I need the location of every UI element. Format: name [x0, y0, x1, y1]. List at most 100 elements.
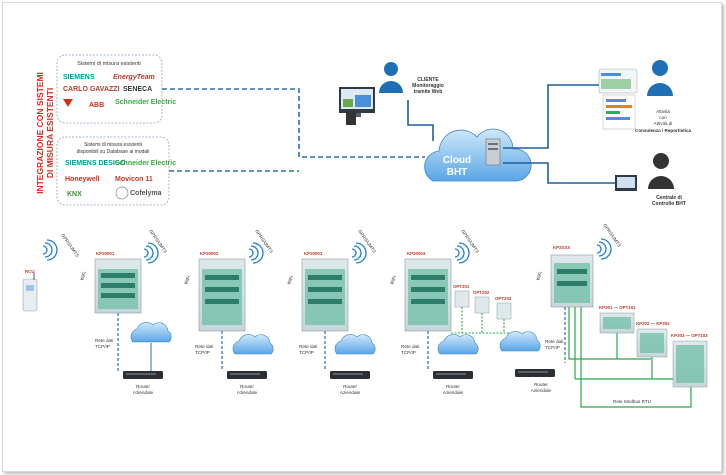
panel5-cloud-icon [499, 331, 541, 352]
panel1-tag: KP20001 [96, 251, 115, 256]
control-line1: Centrale di [656, 195, 682, 201]
rcu-device: RCU GPRS/UMTS [22, 233, 80, 312]
client-person-icon [384, 62, 398, 76]
link-cloud-control [503, 162, 615, 184]
panel1-wifi-icon [143, 242, 159, 264]
panel-kp2xxx: KP2XXX GPRS/UMTS WiFi Rete dati TCP/IP R… [499, 223, 622, 393]
panel-kp20003: KP20003 GPRS/UMTS WiFi Rete dati TCP/IP … [286, 229, 377, 395]
sub-panel1-tag: KP201 — OPT101 [599, 305, 636, 310]
panel3-router2: Aziendale [340, 390, 361, 395]
panel1-net2: TCP/IP [95, 344, 110, 349]
small-device1-label: OPT201 [453, 284, 470, 289]
panel5-router1: Router [534, 382, 548, 387]
panel3-router1: Router [343, 384, 357, 389]
brand-siemens: SIEMENS [63, 74, 95, 81]
panel1-wifi-label: WiFi [79, 271, 87, 281]
control-line2: Controllo BHT [652, 201, 686, 207]
cofelyma-logo-icon [115, 186, 129, 200]
panel3-wifi-icon [351, 242, 367, 264]
server-icon [485, 138, 501, 166]
cloud-label-line1: Cloud [443, 155, 471, 166]
panel2-net2: TCP/IP [195, 350, 210, 355]
small-device2-label: OPT202 [473, 290, 490, 295]
brand-carlo-gavazzi: CARLO GAVAZZI [63, 86, 120, 93]
consultant-icon [652, 60, 668, 76]
brand-schneider-2: Schneider Electric [115, 160, 176, 167]
panel5-wifi-icon [596, 238, 612, 260]
panel2-router2: Aziendale [237, 390, 258, 395]
support-line4: Consulenza / Reportistica [635, 128, 692, 133]
brand-energyteam: EnergyTeam [113, 74, 155, 81]
panel-kp20002: KP20002 GPRS/UMTS WiFi Rete dati TCP/IP … [183, 229, 274, 395]
panel2-tag: KP20002 [200, 251, 219, 256]
brand-seneca: SENECA [123, 86, 152, 93]
panel3-cloud-icon [334, 334, 376, 355]
dashed-link-existing [162, 88, 425, 158]
panel1-cloud-icon [130, 322, 172, 343]
tablet-icon [346, 111, 356, 125]
database-systems-title-line1: Sistemi di misura esistenti [84, 142, 142, 148]
small-devices: OPT201 OPT202 OPT203 [451, 284, 518, 334]
panel4-tag: KP20004 [407, 251, 426, 256]
architecture-diagram: INTEGRAZIONE CON SISTEMI DI MISURA ESIST… [22, 54, 708, 408]
panel4-cloud-icon [437, 334, 479, 355]
brand-cofelyma: Cofelyma [130, 190, 162, 197]
cloud-bht: Cloud BHT [424, 128, 532, 182]
panel2-wifi-label: WiFi [183, 275, 191, 285]
sub-panel2-tag: KP202 — KP202 [636, 321, 670, 326]
integration-title: INTEGRAZIONE CON SISTEMI DI MISURA ESIST… [35, 72, 55, 194]
sub-panel3-tag: KP203 — OPT103 [671, 333, 708, 338]
brand-abb: ABB [89, 102, 104, 109]
panel4-net1: Rete dati [401, 344, 419, 349]
support-reporting: Attività con Attività di Consulenza / Re… [598, 60, 692, 133]
rcu-wifi-icon [42, 239, 58, 261]
rcu-label: RCU [25, 269, 35, 274]
existing-systems-title: Sistemi di misura esistenti [77, 61, 141, 67]
rcu-gprs-label: GPRS/UMTS [60, 233, 80, 258]
panel3-net1: Rete dati [299, 344, 317, 349]
panel4-router1: Router [446, 384, 460, 389]
rtu-label: Rete Modbus RTU [613, 399, 651, 404]
panel3-tag: KP20003 [304, 251, 323, 256]
integration-title-line1: INTEGRAZIONE CON SISTEMI [35, 72, 45, 194]
cloud-label-line2: BHT [447, 167, 468, 178]
panel2-router1: Router [240, 384, 254, 389]
panel2-net1: Rete dati [195, 344, 213, 349]
panel-kp20004: KP20004 GPRS/UMTS WiFi Rete dati TCP/IP … [389, 229, 480, 395]
brand-knx: KNX [67, 191, 82, 198]
brand-movicon: Movicon 11 [115, 176, 153, 183]
panel2-router-icon [227, 371, 267, 379]
panel3-router-icon [330, 371, 370, 379]
panel3-net2: TCP/IP [299, 350, 314, 355]
panel5-net1: Rete dati [545, 339, 563, 344]
panel3-wifi-label: WiFi [286, 275, 294, 285]
brand-schneider: Schneider Electric [115, 99, 176, 106]
support-line1: Attività [656, 109, 670, 114]
control-center: Centrale di Controllo BHT [615, 153, 686, 207]
panel1-router1: Router [136, 384, 150, 389]
panel2-wifi-icon [248, 242, 264, 264]
link-cloud-support [503, 84, 599, 149]
panel1-router-icon [123, 371, 163, 379]
panel2-cloud-icon [232, 334, 274, 355]
panel4-wifi-icon [454, 242, 470, 264]
panel4-wifi-label: WiFi [389, 275, 397, 285]
panel1-net1: Rete dati [95, 338, 113, 343]
client-line3: tramite Web [414, 89, 443, 95]
abb-triangle-icon [63, 99, 73, 107]
panel-kp20001: KP20001 GPRS/UMTS WiFi Rete dati TCP/IP … [79, 229, 172, 395]
panel5-net2: TCP/IP [545, 345, 560, 350]
link-client-cloud [407, 100, 434, 141]
panel5-wifi-label: WiFi [535, 271, 543, 281]
small-device3-label: OPT203 [495, 296, 512, 301]
modbus-lines [568, 307, 692, 408]
panel4-net2: TCP/IP [401, 350, 416, 355]
support-line3: Attività di [654, 121, 673, 126]
client-line1: CLIENTE [417, 77, 439, 83]
client-workstation: CLIENTE Monitoraggio tramite Web [339, 62, 444, 125]
panel5-router-icon [515, 369, 555, 377]
operator-icon [653, 153, 669, 169]
sub-panels: KP201 — OPT101 KP202 — KP202 KP203 — OPT… [568, 305, 708, 408]
brand-honeywell: Honeywell [65, 176, 100, 183]
